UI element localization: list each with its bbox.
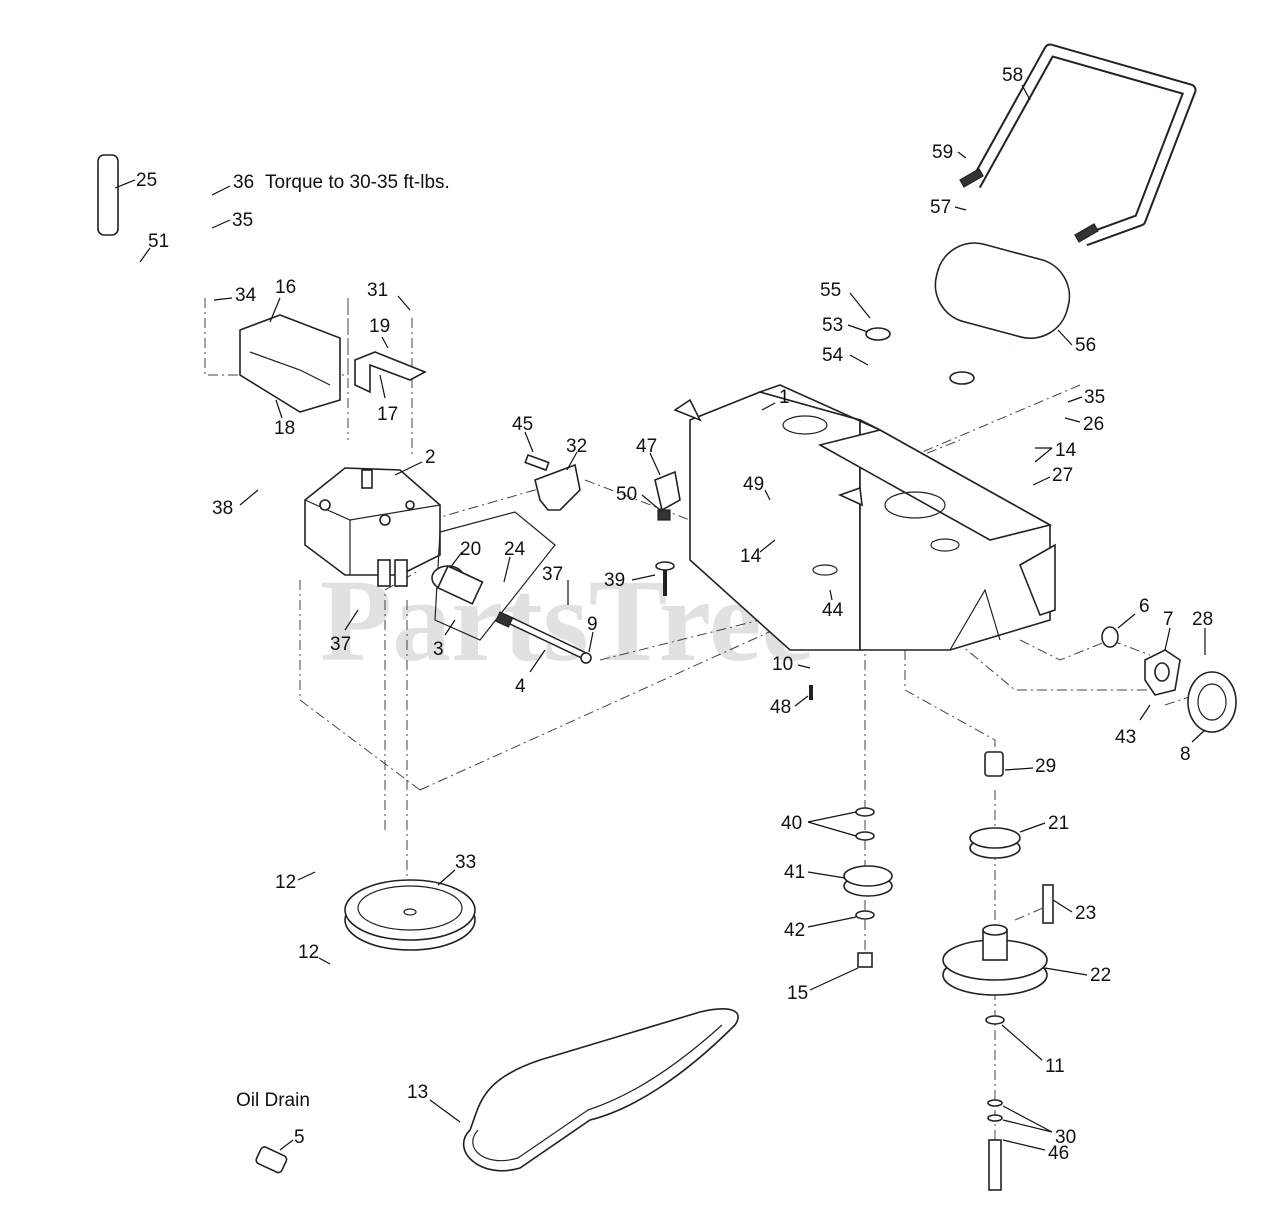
- callout-41: 41: [784, 862, 805, 883]
- bracket-17: [354, 351, 427, 394]
- callout-35b: 35: [1084, 387, 1105, 408]
- callout-1: 1: [779, 387, 790, 408]
- muffler-56: [865, 242, 1071, 394]
- bracket-16: [239, 314, 341, 413]
- torque-note: Torque to 30-35 ft-lbs.: [265, 172, 450, 193]
- callout-51: 51: [148, 231, 169, 252]
- callout-21: 21: [1048, 813, 1069, 834]
- callout-45: 45: [512, 414, 533, 435]
- callout-58: 58: [1002, 65, 1023, 86]
- callout-59: 59: [932, 142, 953, 163]
- callout-35a: 35: [232, 210, 253, 231]
- callout-57: 57: [930, 197, 951, 218]
- callout-14a: 14: [1055, 440, 1077, 461]
- callout-36: 36: [233, 172, 254, 193]
- callout-43: 43: [1115, 727, 1136, 748]
- pulley-33: [344, 879, 476, 951]
- pulley-8: [1187, 671, 1237, 733]
- callout-30: 30: [1055, 1127, 1076, 1148]
- callout-9: 9: [587, 614, 598, 635]
- callout-11: 11: [1045, 1056, 1065, 1077]
- callout-20: 20: [460, 539, 481, 560]
- callout-13: 13: [407, 1082, 428, 1103]
- callout-25: 25: [136, 170, 157, 191]
- callout-17: 17: [377, 404, 398, 425]
- callout-33: 33: [455, 852, 476, 873]
- callout-40: 40: [781, 813, 802, 834]
- callout-4: 4: [515, 676, 526, 697]
- oil-drain-label: Oil Drain: [236, 1090, 310, 1111]
- grip-25: [97, 154, 119, 236]
- callout-16: 16: [275, 277, 296, 298]
- callout-39: 39: [604, 570, 625, 591]
- lever-51: [67, 239, 213, 309]
- callout-3: 3: [433, 639, 444, 660]
- callout-8: 8: [1180, 744, 1191, 765]
- callout-19: 19: [369, 316, 390, 337]
- callout-22: 22: [1090, 965, 1111, 986]
- flange-7: [1144, 649, 1181, 696]
- callout-42: 42: [784, 920, 805, 941]
- link-32: [524, 453, 581, 511]
- belt-13: [463, 1008, 739, 1172]
- idler-stack: [843, 807, 893, 968]
- callout-56: 56: [1075, 335, 1096, 356]
- callout-44: 44: [822, 600, 844, 621]
- block-47: [654, 470, 681, 521]
- callout-29: 29: [1035, 756, 1056, 777]
- callout-53: 53: [822, 315, 843, 336]
- callout-2: 2: [425, 447, 436, 468]
- callout-12a: 12: [275, 872, 296, 893]
- callout-50: 50: [616, 484, 637, 505]
- callout-31: 31: [367, 280, 388, 301]
- callout-48: 48: [770, 697, 791, 718]
- callout-34: 34: [235, 285, 257, 306]
- callout-7: 7: [1163, 609, 1174, 630]
- callout-46: 46: [1048, 1143, 1069, 1164]
- bushing-part: [431, 511, 556, 641]
- callout-55: 55: [820, 280, 841, 301]
- callouts: 1 2 3 4 5 6 7 8 9 10 11 12 12 13 14 14: [114, 65, 1213, 1164]
- callout-47: 47: [636, 436, 657, 457]
- callout-54: 54: [822, 345, 844, 366]
- callout-32: 32: [566, 436, 587, 457]
- callout-27: 27: [1052, 465, 1073, 486]
- shaft-part: [494, 611, 592, 664]
- frame-part: [673, 384, 1056, 651]
- drain-5: [255, 1146, 288, 1174]
- bolt-39: [655, 561, 675, 596]
- handle-58: [959, 43, 1197, 247]
- callout-23: 23: [1075, 903, 1096, 924]
- collar-6: [1101, 626, 1119, 648]
- callout-38: 38: [212, 498, 233, 519]
- callout-12b: 12: [298, 942, 319, 963]
- callout-10: 10: [772, 654, 793, 675]
- callout-18: 18: [274, 418, 295, 439]
- callout-37a: 37: [542, 564, 563, 585]
- callout-28: 28: [1192, 609, 1213, 630]
- callout-15: 15: [787, 983, 808, 1004]
- gearbox-part: [304, 467, 441, 587]
- callout-6: 6: [1139, 596, 1150, 617]
- callout-49: 49: [743, 474, 764, 495]
- callout-14b: 14: [740, 546, 762, 567]
- callout-37b: 37: [330, 634, 351, 655]
- callout-5: 5: [294, 1127, 305, 1148]
- callout-24: 24: [504, 539, 526, 560]
- callout-26: 26: [1083, 414, 1104, 435]
- pulley-stack: [942, 751, 1054, 1191]
